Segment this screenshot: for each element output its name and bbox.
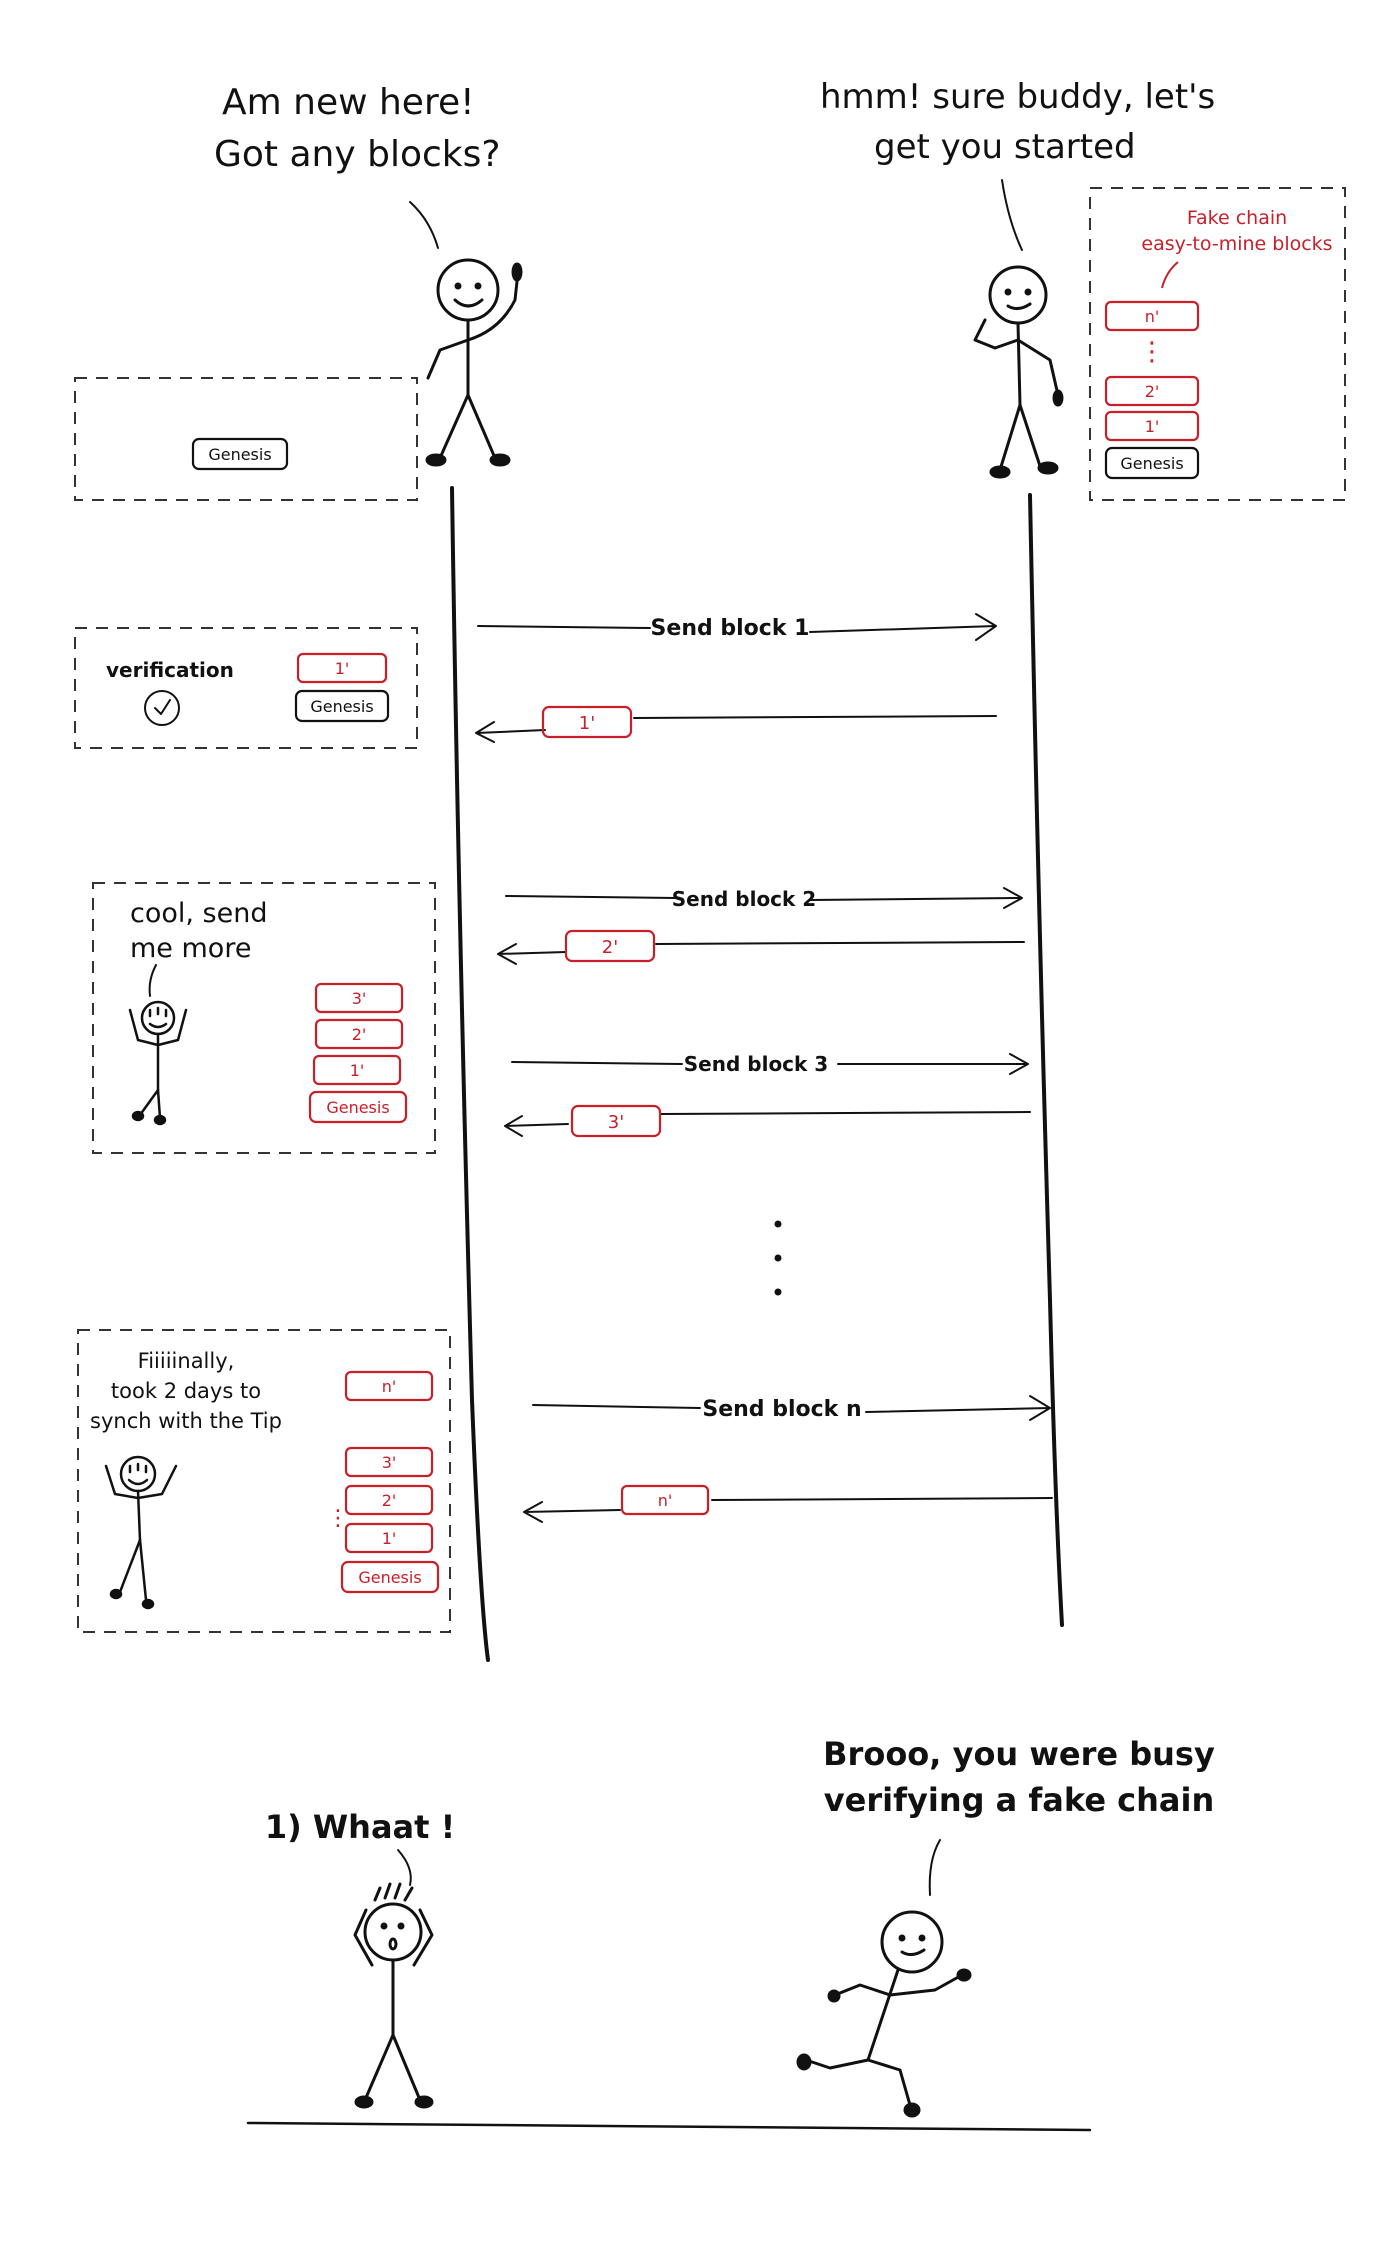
svg-text:verifying a fake chain: verifying a fake chain (824, 1781, 1215, 1819)
svg-text:took 2 days to: took 2 days to (111, 1379, 261, 1403)
svg-text:2': 2' (352, 1025, 367, 1044)
clock-icon (144, 690, 180, 726)
attacker-speech: hmm! sure buddy, let's get you started (820, 77, 1215, 167)
svg-text:Send block 1: Send block 1 (651, 616, 810, 641)
svg-text:⋮: ⋮ (1139, 337, 1165, 367)
svg-text:Got any blocks?: Got any blocks? (214, 134, 501, 175)
fake-chain-caption: Fake chain easy-to-mine blocks (1141, 207, 1332, 255)
svg-text:Fiiiiinally,: Fiiiiinally, (138, 1349, 235, 1373)
svg-text:Fake chain: Fake chain (1187, 207, 1287, 229)
reply-block-3: 3' (504, 1104, 1031, 1138)
attacker-figure (973, 265, 1064, 479)
svg-text:n': n' (382, 1377, 397, 1396)
svg-text:1': 1' (382, 1529, 397, 1548)
svg-text:⋮: ⋮ (327, 1506, 349, 1531)
running-figure (796, 1910, 972, 2118)
message-send-block-1: Send block 1 (477, 613, 997, 641)
svg-text:2': 2' (382, 1491, 397, 1510)
svg-text:Genesis: Genesis (1120, 454, 1183, 473)
reply-block-n: n' (523, 1484, 1053, 1523)
svg-text:1': 1' (335, 659, 350, 678)
finally-speech: Fiiiiinally, took 2 days to synch with t… (90, 1349, 282, 1433)
initial-genesis-block: Genesis (208, 445, 271, 464)
message-send-block-2: Send block 2 (505, 887, 1023, 911)
brooo-speech: Brooo, you were busy verifying a fake ch… (823, 1735, 1215, 1819)
message-send-block-n: Send block n (532, 1395, 1051, 1422)
cool-box (92, 882, 436, 1154)
svg-text:1': 1' (350, 1061, 365, 1080)
shocked-figure (353, 1882, 434, 2109)
whaat-speech: 1) Whaat ! (265, 1808, 455, 1846)
fake-chain-box (1089, 187, 1346, 501)
svg-text:3': 3' (352, 989, 367, 1008)
cool-speech: cool, send me more (130, 898, 267, 964)
svg-text:Genesis: Genesis (310, 697, 373, 716)
svg-text:3': 3' (382, 1453, 397, 1472)
attacker-lifeline (1028, 493, 1064, 1627)
svg-text:n': n' (1145, 307, 1160, 326)
svg-text:Send block 3: Send block 3 (684, 1052, 828, 1076)
reply-block-1: 1' (475, 705, 997, 743)
svg-text:2': 2' (1145, 382, 1160, 401)
newcomer-lifeline (450, 486, 490, 1662)
newcomer-speech-tail (409, 201, 439, 249)
svg-text:Genesis: Genesis (326, 1098, 389, 1117)
reply-block-2: 2' (497, 929, 1025, 965)
fake-chain-blocks: n' ⋮ 2' 1' Genesis (1104, 300, 1200, 480)
svg-text:me more: me more (130, 933, 251, 964)
svg-text:1': 1' (579, 713, 595, 734)
final-box (77, 1329, 451, 1633)
newcomer-figure (425, 258, 523, 467)
svg-text:1': 1' (1145, 417, 1160, 436)
verification-box (74, 627, 418, 749)
svg-text:cool, send: cool, send (130, 898, 267, 929)
svg-text:Brooo, you were busy: Brooo, you were busy (823, 1735, 1215, 1773)
svg-text:easy-to-mine blocks: easy-to-mine blocks (1141, 233, 1332, 255)
attacker-speech-tail (1001, 179, 1023, 251)
svg-text:Send block 2: Send block 2 (672, 887, 816, 911)
svg-text:Genesis: Genesis (358, 1568, 421, 1587)
fake-chain-caption-tail (1161, 261, 1179, 289)
svg-text:synch with the Tip: synch with the Tip (90, 1409, 282, 1433)
verification-label: verification (106, 658, 234, 682)
continuation-dots (774, 1220, 782, 1296)
message-send-block-3: Send block 3 (511, 1052, 1029, 1076)
svg-text:n': n' (658, 1491, 673, 1510)
svg-text:Am new here!: Am new here! (222, 82, 475, 123)
svg-text:3': 3' (608, 1112, 624, 1133)
svg-text:hmm! sure buddy, let's: hmm! sure buddy, let's (820, 77, 1215, 117)
initial-state-box (74, 377, 418, 501)
final-blocks: n' 3' ⋮ 2' 1' Genesis (327, 1370, 440, 1594)
newcomer-speech: Am new here! Got any blocks? (214, 82, 501, 175)
cheering-figure (104, 1455, 178, 1610)
ground-line (246, 2121, 1092, 2132)
svg-text:get you started: get you started (874, 127, 1136, 167)
happy-figure (128, 1000, 188, 1126)
cool-blocks: 3' 2' 1' Genesis (308, 982, 408, 1124)
svg-text:2': 2' (602, 937, 618, 958)
svg-text:Send block n: Send block n (702, 1397, 861, 1422)
